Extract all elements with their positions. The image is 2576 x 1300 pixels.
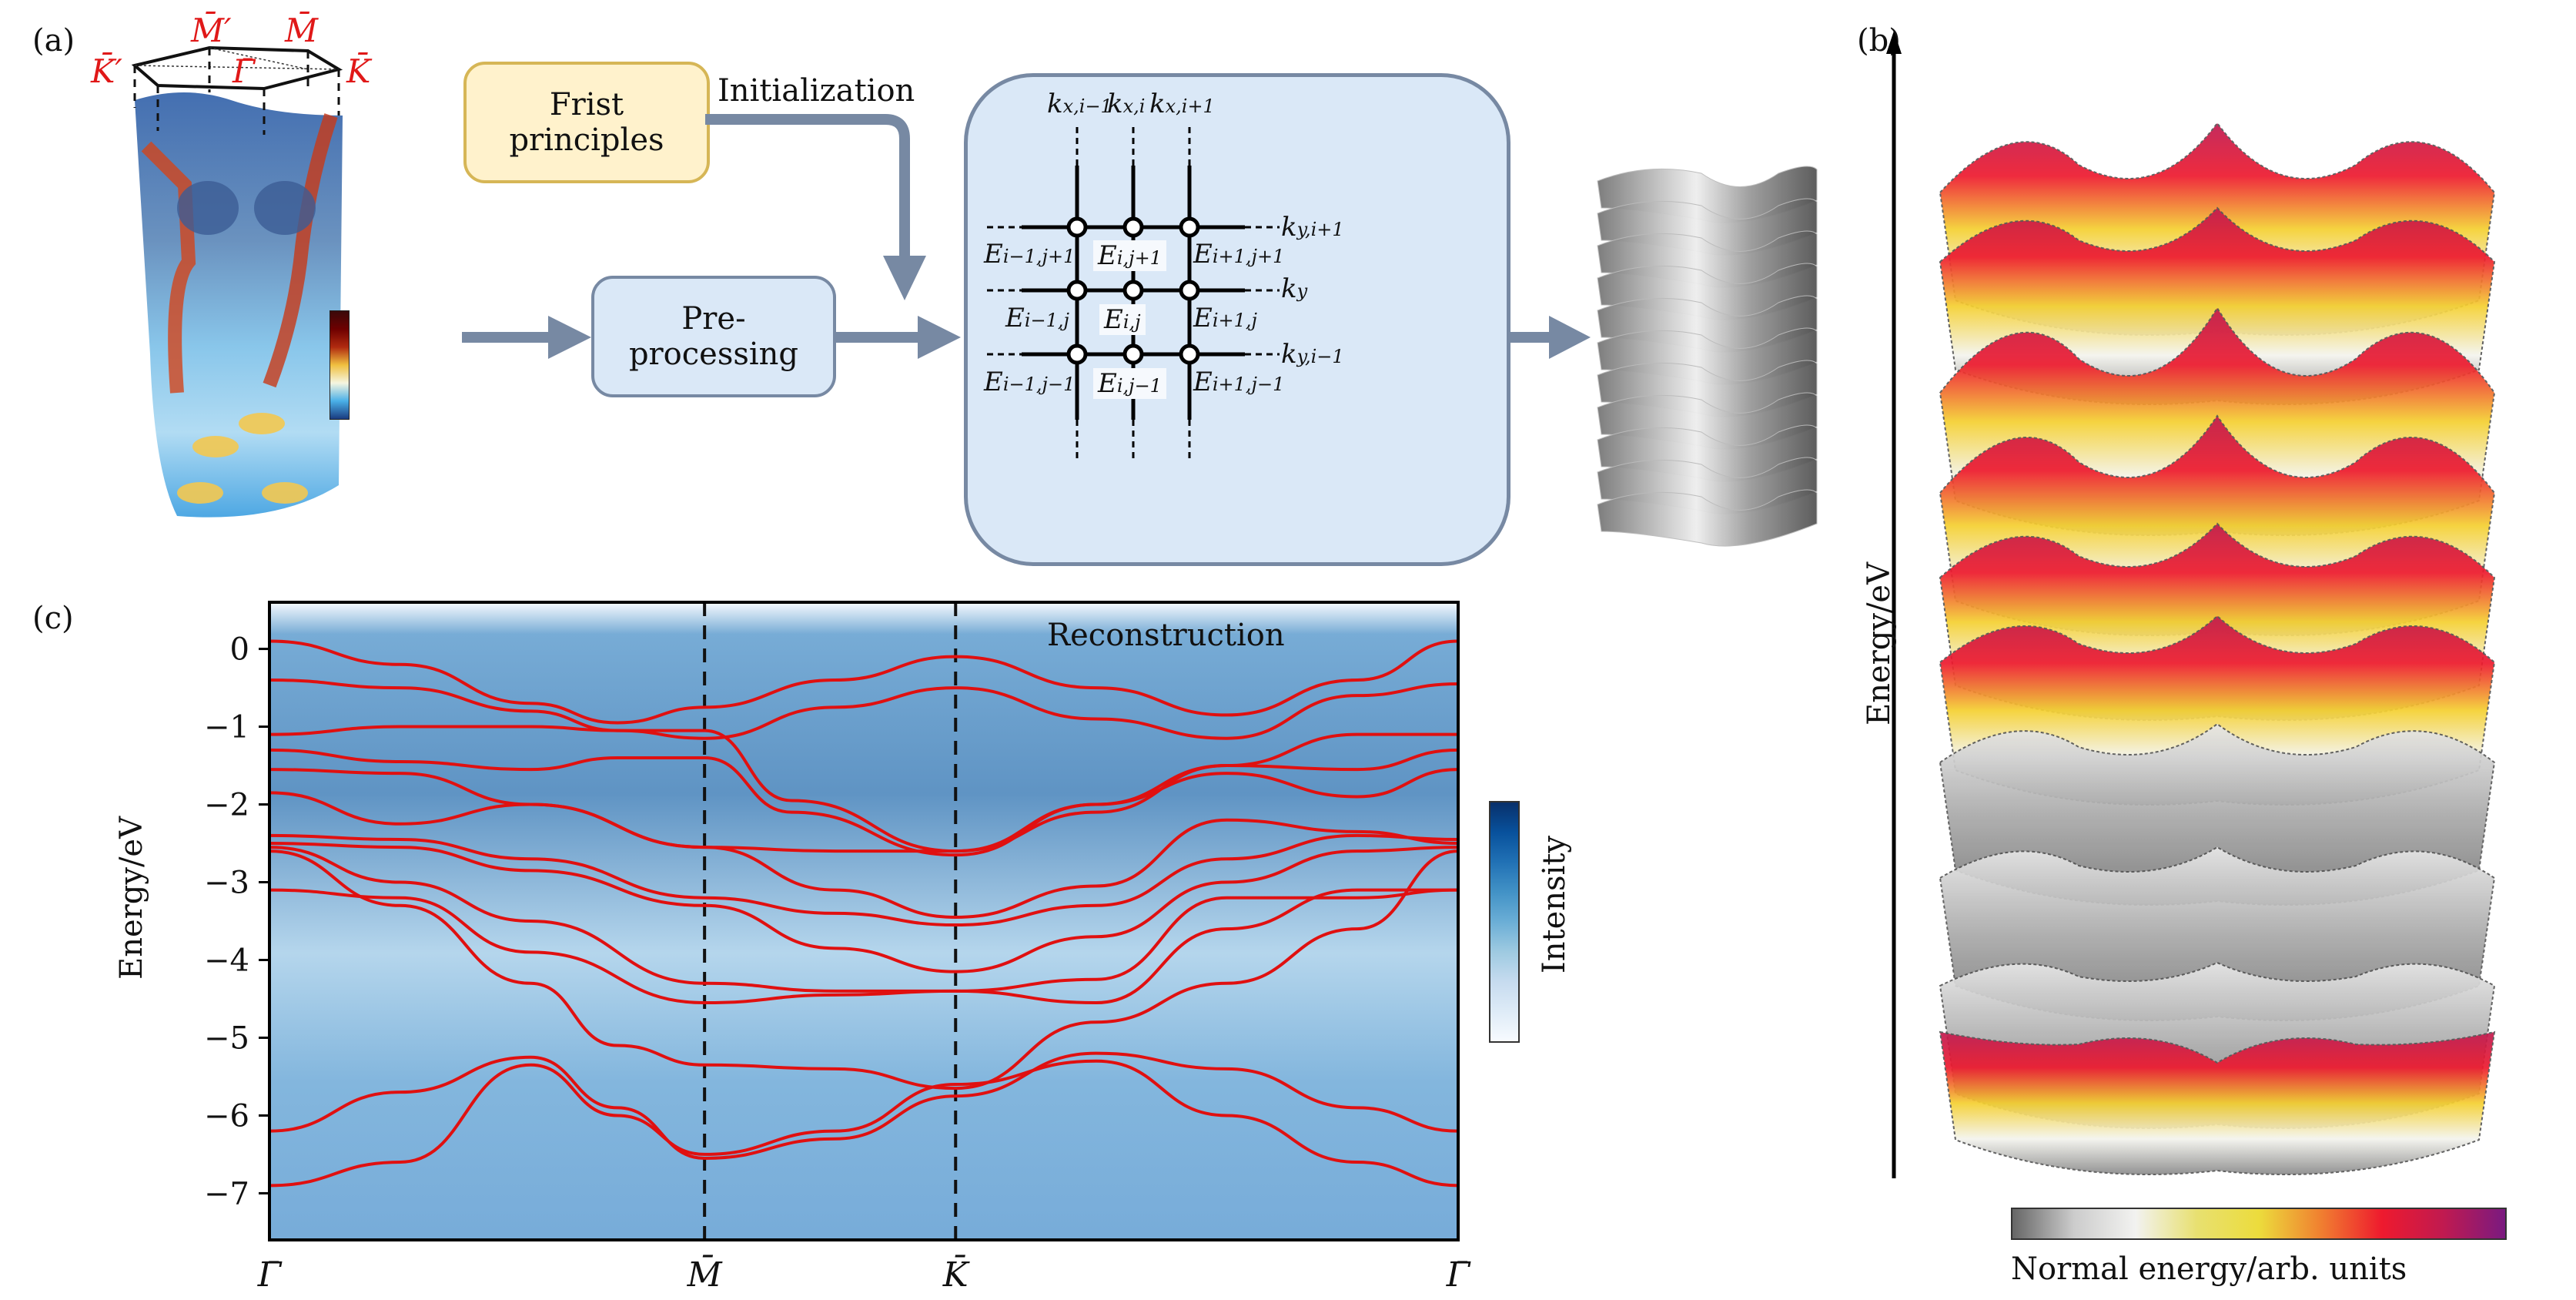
ky-label-1: ky,i+1 <box>1281 212 1344 243</box>
ky-label-2: ky <box>1281 273 1308 304</box>
band-line-band9 <box>269 846 1458 1005</box>
energy-label: Ei+1,j <box>1193 303 1257 333</box>
grid-node <box>1179 216 1200 238</box>
bz-label-k: K̄ <box>346 52 371 90</box>
energy-label: Ei+1,j−1 <box>1193 367 1285 397</box>
energy-label: Ei,j−1 <box>1093 368 1166 399</box>
y-tick-label: −2 <box>204 788 249 823</box>
panel-a-colorbar <box>330 310 350 420</box>
panel-a-label: (a) <box>32 23 75 59</box>
x-tick-label: K̄ <box>942 1254 970 1295</box>
band-line-band13 <box>269 1059 1458 1188</box>
grayscale-band-stack <box>1597 166 1818 547</box>
preprocessing-line1: Pre- <box>681 301 746 337</box>
panel-c-colorbar-label: Intensity <box>1537 836 1572 974</box>
energy-label: Ei,j+1 <box>1093 240 1166 271</box>
energy-grid-box <box>964 73 1510 566</box>
x-tick-label: Γ̄ <box>1446 1255 1471 1295</box>
first-principles-line1: Frist <box>549 87 624 122</box>
ky-label-3: ky,i−1 <box>1281 339 1344 370</box>
grid-node <box>1122 216 1144 238</box>
stack-layer <box>1597 489 1818 547</box>
bz-label-m-prime: M̄′ <box>191 12 232 49</box>
band-surface-stack <box>1939 122 2496 1175</box>
bz-label-k-prime: K̄′ <box>91 52 122 90</box>
energy-label: Ei−1,j−1 <box>984 367 1076 397</box>
grid-node <box>1122 343 1144 365</box>
panel-c-label: (c) <box>32 601 74 636</box>
kx-label-2: kx,i <box>1107 89 1146 119</box>
band-line-band2 <box>269 678 1458 740</box>
y-tick-label: −6 <box>204 1098 249 1134</box>
grid-node <box>1066 280 1088 301</box>
bz-label-m: M̄ <box>285 12 319 49</box>
energy-label: Ei,j <box>1099 304 1146 335</box>
bz-label-gamma: Γ̄ <box>233 52 256 90</box>
energy-label: Ei+1,j+1 <box>1193 239 1285 270</box>
energy-label: Ei−1,j <box>1005 303 1069 333</box>
first-principles-line2: principles <box>509 122 664 158</box>
panel-b-colorbar-label: Normal energy/arb. units <box>2011 1251 2407 1287</box>
volume-feature <box>141 141 196 394</box>
band-line-band7 <box>269 833 1458 927</box>
band-structure-chart: 0 −1 −2 −3 −4 −5 −6 −7 Γ̄ M̄ K̄ Γ̄ Reconstruction <box>204 601 1471 1295</box>
kx-label-3: kx,i+1 <box>1149 89 1215 119</box>
band-line-band8 <box>269 842 1458 973</box>
band-line-band3 <box>269 725 1458 853</box>
band-line-band4 <box>269 748 1458 857</box>
grid-node <box>1122 280 1144 301</box>
bz-volume-render <box>131 45 343 518</box>
band-surface-layer <box>1939 206 2496 405</box>
preprocessing-line2: processing <box>628 337 799 372</box>
y-tick-label: −5 <box>204 1020 249 1056</box>
energy-label: Ei−1,j+1 <box>984 239 1076 270</box>
initialization-arrow <box>705 114 910 262</box>
volume-feature <box>263 113 338 388</box>
flow-arrows <box>462 114 1591 359</box>
grid-node <box>1066 343 1088 365</box>
band-line-band6 <box>269 791 1458 919</box>
grid-node <box>1066 216 1088 238</box>
band-line-band12 <box>269 1051 1458 1160</box>
band-line-band1 <box>269 639 1458 725</box>
grid-node <box>1179 343 1200 365</box>
kx-label-1: kx,i−1 <box>1047 89 1112 119</box>
band-line-band11 <box>269 849 1458 1091</box>
initialization-label: Initialization <box>718 73 915 109</box>
y-tick-label: −1 <box>204 710 249 745</box>
y-tick-label: −3 <box>204 866 249 901</box>
band-line-band5 <box>269 768 1458 853</box>
panel-b-colorbar <box>2011 1208 2507 1240</box>
preprocessing-box: Pre-processing <box>591 276 836 397</box>
x-tick-label: Γ̄ <box>257 1255 283 1295</box>
y-tick-label: 0 <box>230 632 249 668</box>
band-line-band10 <box>269 888 1458 1005</box>
intensity-heatmap <box>269 602 1458 1240</box>
reconstruction-annotation: Reconstruction <box>1047 618 1285 653</box>
energy-axis-arrow <box>1886 31 1902 1178</box>
panel-b-axis-label: Energy/eV <box>1862 562 1897 725</box>
x-tick-label: M̄ <box>687 1254 723 1295</box>
panel-c-colorbar <box>1489 801 1520 1043</box>
plot-frame <box>268 601 1460 1241</box>
y-tick-label: −7 <box>204 1176 249 1211</box>
y-tick-label: −4 <box>204 943 249 978</box>
grid-node <box>1179 280 1200 301</box>
band-surface-layer <box>1939 1030 2496 1175</box>
